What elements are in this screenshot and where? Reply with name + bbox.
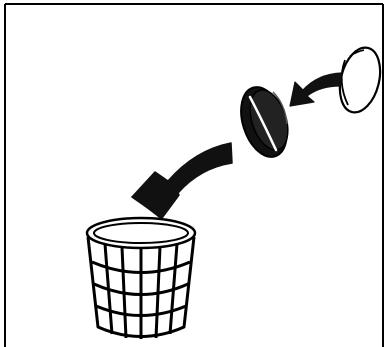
arrow-large-icon	[131, 143, 232, 220]
coin-battery-new-icon	[334, 43, 384, 116]
arrow-small-icon	[290, 73, 341, 106]
coin-battery-removed-icon	[233, 81, 295, 162]
trash-bin-icon	[87, 218, 195, 339]
